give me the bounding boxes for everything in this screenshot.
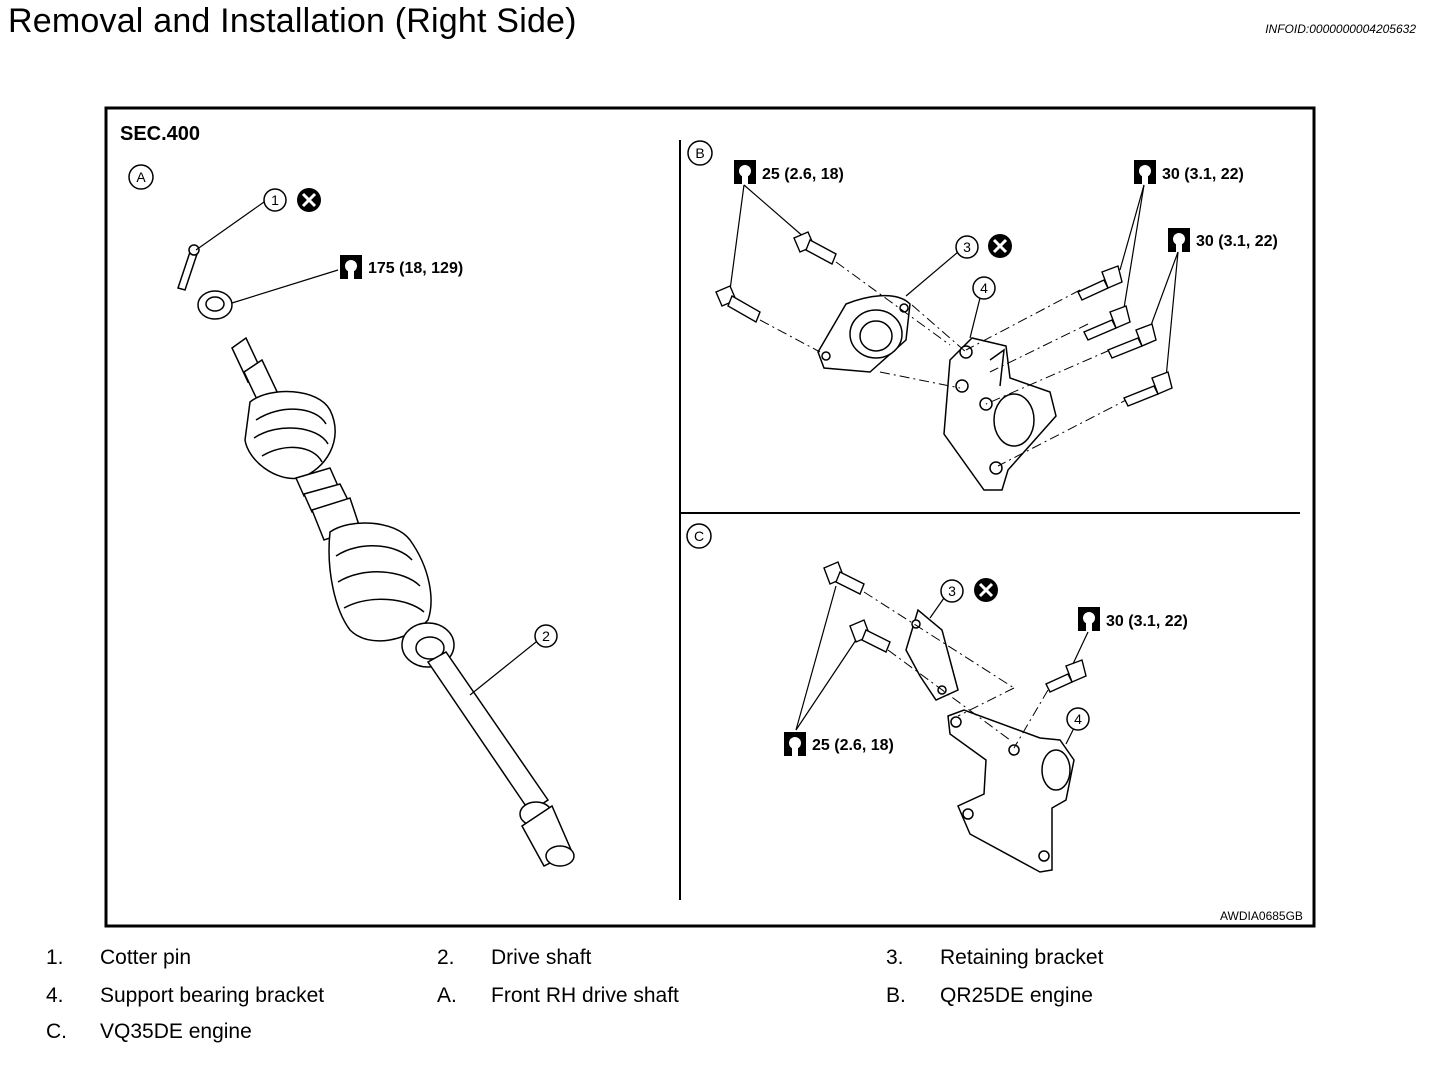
callout-leader-2 [469,641,537,696]
info-id: INFOID:0000000004205632 [1265,22,1416,36]
callout-2: 2 [534,624,558,648]
torque-leader-c-right [1071,631,1089,667]
bolt-b-2 [715,285,761,324]
legend-num: C. [46,1020,67,1043]
callout-4c-text: 4 [1074,711,1082,727]
callout-1-text: 1 [271,192,279,208]
callout-leader-3c [929,597,945,619]
legend-text: QR25DE engine [940,984,1093,1007]
callout-3b-text: 3 [963,239,971,255]
callout-4b: 4 [972,276,996,300]
torque-leader-b-left-2 [729,184,745,291]
view-marker-c: C [686,523,712,549]
view-marker-a: A [128,164,154,190]
torque-icon-b-right-top [1134,160,1156,184]
callout-1: 1 [263,188,287,212]
torque-label-c-right: 30 (3.1, 22) [1106,613,1188,630]
torque-leader-c-left-2 [795,639,857,731]
torque-leader-b-rl-1 [1149,251,1179,329]
legend-num: 3. [886,946,904,969]
callout-4b-text: 4 [980,280,988,296]
bolt-c-right [1045,659,1087,693]
bolts-b-right [1077,265,1173,407]
cotter-pin-drawing [177,244,200,291]
parts-legend: 1. Cotter pin 2. Drive shaft 3. Retainin… [0,940,1456,1060]
hub-nut-drawing [197,290,233,320]
view-marker-b: B [687,140,713,166]
torque-icon-c-left [784,732,806,756]
torque-leader-b-rt-2 [1123,184,1145,309]
torque-label-a: 175 (18, 129) [368,260,463,277]
section-label: SEC.400 [120,123,200,145]
callout-leader-3b [905,251,959,297]
support-bracket-c-drawing [947,709,1075,873]
callout-4c: 4 [1066,707,1090,731]
view-marker-c-text: C [694,528,704,544]
torque-icon-b-right-lower [1168,228,1190,252]
callout-leader-4c [1065,727,1075,745]
torque-leader-b-rt-1 [1119,184,1145,271]
legend-text: VQ35DE engine [100,1020,252,1043]
callout-leader-1 [195,201,265,251]
torque-leader-c-left-1 [795,585,837,731]
discard-icon-3b [986,232,1014,260]
assembly-lines-c [863,591,1049,749]
view-marker-b-text: B [695,145,704,161]
legend-num: 4. [46,984,64,1007]
page-title: Removal and Installation (Right Side) [8,2,577,40]
torque-icon-c-right [1078,607,1100,631]
callout-2-text: 2 [542,628,550,644]
legend-text: Cotter pin [100,946,192,969]
callout-3c-text: 3 [948,583,956,599]
legend-text: Drive shaft [491,946,592,969]
legend-num: 1. [46,946,64,969]
torque-icon-a [340,255,362,279]
torque-leader-b-left-1 [743,184,806,239]
legend-text: Support bearing bracket [100,984,325,1007]
discard-icon-3c [972,576,1000,604]
legend-num: B. [886,984,906,1007]
torque-label-b-right-lower: 30 (3.1, 22) [1196,233,1278,250]
bolts-c-left [823,561,891,653]
torque-leader-a [231,269,339,304]
callout-3c: 3 [940,579,964,603]
callout-leader-4b [969,297,981,339]
legend-num: 2. [437,946,455,969]
figure-code: AWDIA0685GB [1220,909,1303,923]
torque-label-c-left: 25 (2.6, 18) [812,737,894,754]
assembly-lines-b [759,261,1131,467]
retaining-bracket-b-drawing [817,294,911,373]
drive-shaft-drawing [231,336,575,867]
legend-text: Front RH drive shaft [491,984,679,1007]
torque-label-b-right-top: 30 (3.1, 22) [1162,166,1244,183]
legend-text: Retaining bracket [940,946,1104,969]
figure-frame [104,106,1316,928]
legend-num: A. [437,984,457,1007]
support-bracket-b-drawing [943,337,1057,491]
retaining-bracket-c-drawing [905,608,959,701]
bolt-b-1 [793,231,837,265]
view-marker-a-text: A [136,169,146,185]
discard-icon-1 [295,186,323,214]
torque-label-b-left: 25 (2.6, 18) [762,166,844,183]
torque-icon-b-left [734,160,756,184]
callout-3b: 3 [955,235,979,259]
torque-leader-b-rl-2 [1165,251,1179,379]
